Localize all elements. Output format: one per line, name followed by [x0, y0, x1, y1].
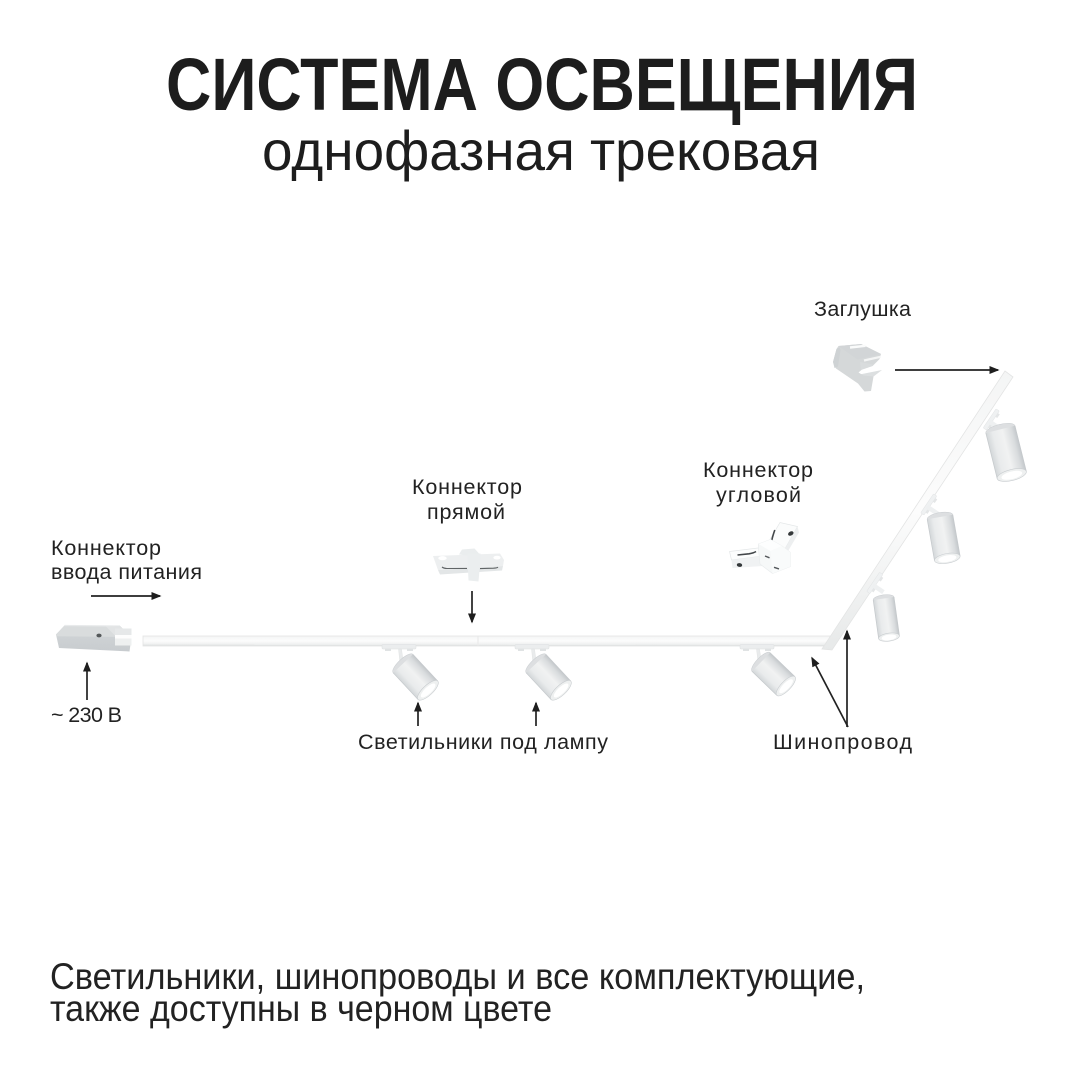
svg-text:Светильники под лампу: Светильники под лампу	[358, 730, 608, 754]
svg-text:также доступны в черном цвете: также доступны в черном цвете	[50, 988, 552, 1029]
svg-text:Коннектор: Коннектор	[703, 458, 813, 482]
svg-text:Светильники, шинопроводы и все: Светильники, шинопроводы и все комплекту…	[50, 956, 865, 997]
svg-text:Шинопровод: Шинопровод	[773, 730, 912, 754]
svg-text:Заглушка: Заглушка	[814, 297, 911, 321]
svg-text:~ 230 В: ~ 230 В	[51, 703, 122, 727]
svg-text:ввода питания: ввода питания	[51, 560, 202, 584]
svg-text:Коннектор: Коннектор	[51, 536, 161, 560]
svg-text:Коннектор: Коннектор	[412, 475, 522, 499]
svg-text:СИСТЕМА ОСВЕЩЕНИЯ: СИСТЕМА ОСВЕЩЕНИЯ	[166, 43, 918, 126]
svg-text:угловой: угловой	[716, 483, 801, 507]
svg-text:однофазная трековая: однофазная трековая	[262, 119, 820, 182]
svg-text:прямой: прямой	[427, 500, 505, 524]
